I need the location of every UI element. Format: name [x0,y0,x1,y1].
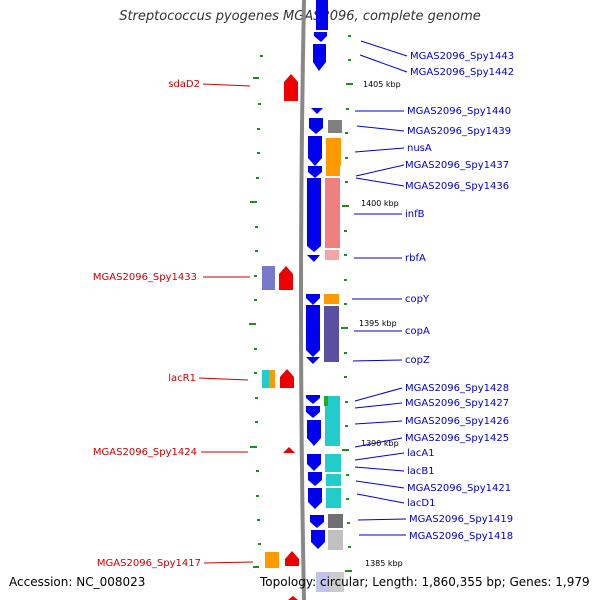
gene-lacB1[interactable] [308,472,322,486]
label-infB[interactable]: infB [405,209,425,220]
cog-box-spy1417 [265,552,279,568]
cog-box-spy1433 [262,266,275,290]
cog-box-lacR1-b [269,370,275,388]
gene-spy1433[interactable] [279,266,293,290]
gene-spy1424[interactable] [283,447,295,453]
gene-spy1443-arrow[interactable] [314,32,327,42]
gene-copZ[interactable] [306,357,320,364]
reverse-genes [262,74,299,600]
gene-lacA1[interactable] [307,454,321,471]
label-spy1427[interactable]: MGAS2096_Spy1427 [405,398,509,409]
scale-ticks-right [341,35,353,572]
label-lacA1[interactable]: lacA1 [407,448,435,459]
right-gene-labels: MGAS2096_Spy1443 MGAS2096_Spy1442 MGAS20… [405,51,514,542]
label-spy1439[interactable]: MGAS2096_Spy1439 [407,126,511,137]
scale-label-1390: 1390 kbp [361,439,399,448]
gene-lacR1[interactable] [280,369,294,388]
label-spy1424[interactable]: MGAS2096_Spy1424 [93,447,197,458]
right-leader-lines [352,40,408,536]
gene-spy1417[interactable] [285,551,299,566]
gene-spy1421[interactable] [308,488,322,509]
gene-spy1419[interactable] [310,515,324,528]
gene-spy1427[interactable] [306,406,320,418]
label-spy1433[interactable]: MGAS2096_Spy1433 [93,272,197,283]
forward-genes [306,0,328,549]
label-spy1428[interactable]: MGAS2096_Spy1428 [405,383,509,394]
label-spy1440[interactable]: MGAS2096_Spy1440 [407,106,511,117]
label-spy1436[interactable]: MGAS2096_Spy1436 [405,181,509,192]
label-nusA[interactable]: nusA [407,143,432,154]
gene-infB[interactable] [307,178,321,252]
left-leader-lines [198,83,254,564]
gene-partial-bottom [288,596,298,600]
genome-backbone [299,0,306,600]
gene-nusA[interactable] [308,136,322,166]
label-spy1418[interactable]: MGAS2096_Spy1418 [409,531,513,542]
scale-label-1405: 1405 kbp [363,80,401,89]
cog-boxes-forward [316,120,344,592]
gene-spy1426[interactable] [307,420,321,446]
label-lacD1[interactable]: lacD1 [407,498,435,509]
label-copA[interactable]: copA [405,326,430,337]
gene-spy1442[interactable] [313,44,326,71]
gene-spy1440[interactable] [311,108,323,114]
label-spy1419[interactable]: MGAS2096_Spy1419 [409,514,513,525]
gene-copY[interactable] [306,294,320,305]
label-spy1417[interactable]: MGAS2096_Spy1417 [97,558,201,569]
label-spy1437[interactable]: MGAS2096_Spy1437 [405,160,509,171]
gene-spy1439[interactable] [309,118,323,134]
scale-label-1385: 1385 kbp [365,559,403,568]
label-copY[interactable]: copY [405,294,430,305]
scale-label-1400: 1400 kbp [361,199,399,208]
label-sdaD2[interactable]: sdaD2 [168,79,200,90]
gene-sdaD2[interactable] [284,74,298,101]
topology-text: Topology: circular; Length: 1,860,355 bp… [260,575,590,589]
label-spy1442[interactable]: MGAS2096_Spy1442 [410,67,514,78]
gene-spy1437[interactable] [308,166,322,178]
label-spy1443[interactable]: MGAS2096_Spy1443 [410,51,514,62]
accession-text: Accession: NC_008023 [9,575,146,589]
label-spy1421[interactable]: MGAS2096_Spy1421 [407,483,511,494]
label-lacB1[interactable]: lacB1 [407,466,435,477]
label-spy1425[interactable]: MGAS2096_Spy1425 [405,433,509,444]
cog-box-lacR1-a [262,370,269,388]
left-gene-labels: sdaD2 MGAS2096_Spy1433 lacR1 MGAS2096_Sp… [93,79,201,569]
gene-copA[interactable] [306,305,320,357]
genome-title: Streptococcus pyogenes MGAS2096, complet… [119,9,481,24]
gene-spy1428[interactable] [306,395,320,404]
gene-rbfA[interactable] [307,255,320,262]
label-lacR1[interactable]: lacR1 [168,373,196,384]
label-spy1426[interactable]: MGAS2096_Spy1426 [405,416,509,427]
gene-spy1418[interactable] [311,530,325,549]
scale-label-1395: 1395 kbp [359,319,397,328]
gene-spy1443[interactable] [316,0,328,30]
scale-ticks-left [249,55,263,568]
label-rbfA[interactable]: rbfA [405,253,426,264]
label-copZ[interactable]: copZ [405,355,430,366]
